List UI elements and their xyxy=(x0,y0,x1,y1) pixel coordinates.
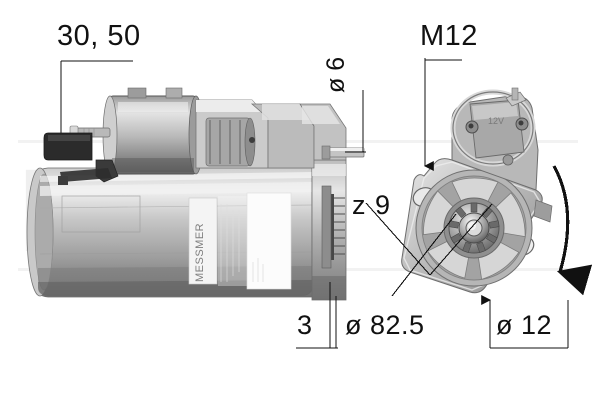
dimension-label-dia-6: ø 6 xyxy=(322,56,350,93)
product-label-brand: MESSMER xyxy=(194,223,206,282)
leader-dia-12 xyxy=(481,295,569,349)
motor-yoke xyxy=(26,167,313,298)
upper-bracket xyxy=(195,99,347,169)
leader-30-50 xyxy=(60,60,133,133)
dimension-label-m12: M12 xyxy=(420,20,478,52)
dimension-label-3: 3 xyxy=(297,310,313,340)
drive-end-relay-cap: 12V xyxy=(450,87,539,191)
rotation-arrow xyxy=(552,165,593,296)
product-label: MESSMER xyxy=(188,192,292,290)
leader-z-9 xyxy=(391,213,457,297)
dimension-label-dia-12: ø 12 xyxy=(496,310,553,340)
svg-text:12V: 12V xyxy=(488,116,504,126)
leader-dia-82-5 xyxy=(365,202,493,276)
leader-3 xyxy=(296,282,338,349)
gear-housing xyxy=(311,159,347,301)
dimension-label-30-50: 30, 50 xyxy=(57,20,141,52)
leader-m12 xyxy=(423,58,462,171)
dimension-label-z-9: z 9 xyxy=(352,190,392,220)
leader-dia-6 xyxy=(345,90,366,153)
dimension-label-dia-82-5: ø 82.5 xyxy=(345,310,425,340)
